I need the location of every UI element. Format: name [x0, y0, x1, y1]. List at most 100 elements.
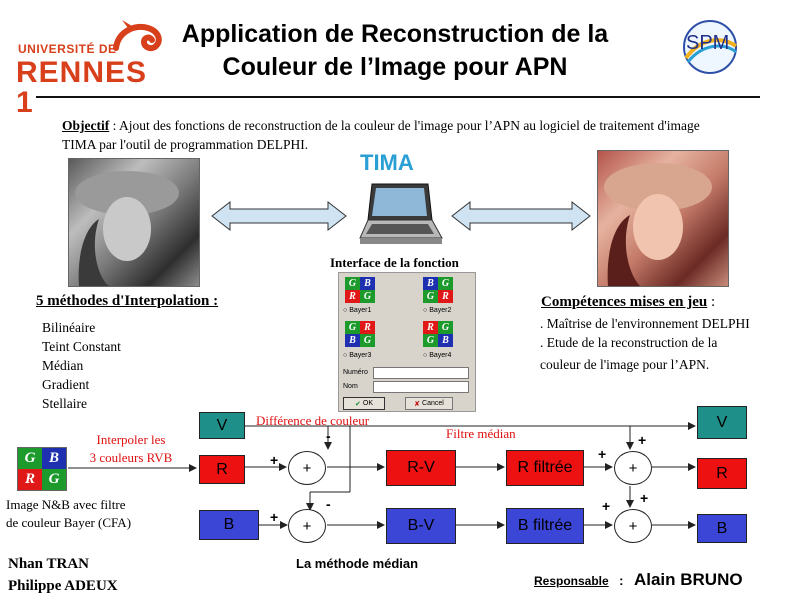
universite-rennes-logo: UNIVERSITÉ DE RENNES 1 [12, 18, 172, 118]
bayer-cell: G [345, 321, 360, 334]
sum-node-r1: + [288, 451, 326, 485]
objectif-text: : Ajout des fonctions de reconstruction … [62, 118, 700, 152]
bayer-cell: G [438, 321, 453, 334]
bayer1-pattern: G B R G [345, 277, 375, 303]
method-item: Bilinéaire [42, 320, 96, 335]
resp-colon: : [619, 573, 624, 588]
right-double-arrow [451, 200, 591, 232]
b-input-box: B [199, 510, 259, 540]
resp-name: Alain BRUNO [633, 570, 743, 589]
r-output-box: R [697, 458, 747, 489]
method-item: Teint Constant [42, 339, 121, 354]
bayer-cell: R [345, 290, 360, 303]
cfa-caption: Image N&B avec filtre de couleur Bayer (… [6, 496, 131, 532]
minus-sign: - [326, 428, 331, 444]
numero-label: Numéro [343, 369, 368, 376]
tima-label: TIMA [360, 150, 414, 175]
sum-node-b1: + [288, 509, 326, 543]
competence-line-1: . Maîtrise de l'environnement DELPHI [540, 316, 750, 331]
bayer2-pattern: B G G R [423, 277, 453, 303]
competence-line-2: . Etude de la reconstruction de la [540, 335, 718, 350]
cfa-cell: G [18, 448, 42, 469]
bayer-cell: R [438, 290, 453, 303]
filter-label: Filtre médian [446, 426, 516, 441]
b-minus-v-box: B-V [386, 508, 456, 544]
bayer-cell: B [438, 334, 453, 347]
cfa-pattern: G B R G [17, 447, 67, 491]
sum-node-b2: + [614, 509, 652, 543]
spm-text: SPM [686, 32, 730, 54]
ok-label: OK [362, 400, 373, 407]
interface-title: Interface de la fonction [330, 255, 459, 270]
method-item: Gradient [42, 377, 90, 392]
interp-line-1: Interpoler les [96, 432, 166, 447]
bayer-cell: G [360, 290, 375, 303]
cross-icon: ✘ [414, 400, 421, 408]
bayer3-pattern: G R B G [345, 321, 375, 347]
grayscale-photo [68, 158, 200, 287]
b-filtered-box: B filtrée [506, 508, 584, 544]
laptop-icon [359, 183, 443, 244]
interp-label: Interpoler les 3 couleurs RVB [76, 431, 186, 467]
bayer1-label: Bayer1 [349, 307, 372, 314]
bayer3-label: Bayer3 [349, 352, 372, 359]
methods-list: Bilinéaire Teint Constant Médian Gradien… [42, 318, 121, 413]
bayer2-radio[interactable]: ○ Bayer2 [423, 307, 452, 314]
bayer-cell: G [438, 277, 453, 290]
competences-list: . Maîtrise de l'environnement DELPHI . E… [540, 314, 750, 374]
method-caption: La méthode médian [296, 556, 419, 571]
bayer-cell: G [345, 277, 360, 290]
nom-label: Nom [343, 383, 358, 390]
cfa-cell: G [42, 469, 66, 490]
plus-sign: + [602, 498, 611, 514]
ok-button[interactable]: ✔OK [343, 397, 385, 410]
bayer4-radio[interactable]: ○ Bayer4 [423, 352, 452, 359]
plus-sign: + [270, 452, 279, 468]
cfa-cell: B [42, 448, 66, 469]
methods-title: 5 méthodes d'Interpolation : [36, 293, 219, 309]
bayer4-label: Bayer4 [429, 352, 452, 359]
cfa-cell: R [18, 469, 42, 490]
diff-label: Différence de couleur [256, 413, 370, 428]
numero-input[interactable] [373, 367, 469, 379]
minus-sign: - [326, 496, 331, 512]
responsable: Responsable : Alain BRUNO [534, 570, 743, 590]
bayer-cell: R [423, 321, 438, 334]
interface-dialog: G B R G B G G R ○ Bayer1 ○ Bayer2 G R B … [338, 272, 476, 412]
plus-sign: + [598, 446, 607, 462]
left-double-arrow [211, 200, 347, 232]
method-item: Stellaire [42, 396, 87, 411]
bayer3-radio[interactable]: ○ Bayer3 [343, 352, 372, 359]
interp-line-2: 3 couleurs RVB [89, 450, 173, 465]
objectif-label: Objectif [62, 118, 110, 133]
cfa-caption-line-2: de couleur Bayer (CFA) [6, 515, 132, 530]
plus-sign: + [640, 490, 649, 506]
competences-title: Compétences mises en jeu [541, 294, 708, 310]
cancel-button[interactable]: ✘Cancel [405, 397, 453, 410]
v-output-box: V [697, 406, 747, 439]
dragon-icon [113, 20, 162, 52]
objectif-paragraph: Objectif : Ajout des fonctions de recons… [62, 116, 702, 154]
cancel-label: Cancel [422, 400, 444, 407]
bayer-cell: G [423, 334, 438, 347]
bayer1-radio[interactable]: ○ Bayer1 [343, 307, 372, 314]
method-item: Médian [42, 358, 84, 373]
univ-top-text: UNIVERSITÉ DE [18, 42, 117, 56]
plus-sign: + [638, 432, 647, 448]
plus-sign: + [270, 509, 279, 525]
nom-input[interactable] [373, 381, 469, 393]
header-divider [36, 96, 760, 98]
resp-label: Responsable [534, 574, 609, 588]
univ-name-text: RENNES 1 [16, 56, 148, 119]
bayer-cell: R [360, 321, 375, 334]
spm-logo: SPM [672, 18, 748, 76]
author-2: Philippe ADEUX [8, 578, 118, 594]
authors: Nhan TRAN Philippe ADEUX [8, 553, 118, 597]
title-line-2: Couleur de l’Image pour APN [222, 53, 568, 81]
b-output-box: B [697, 514, 747, 543]
competences-heading: Compétences mises en jeu : [541, 293, 715, 311]
cfa-caption-line-1: Image N&B avec filtre [6, 497, 126, 512]
color-photo [597, 150, 729, 287]
bayer4-pattern: R G G B [423, 321, 453, 347]
